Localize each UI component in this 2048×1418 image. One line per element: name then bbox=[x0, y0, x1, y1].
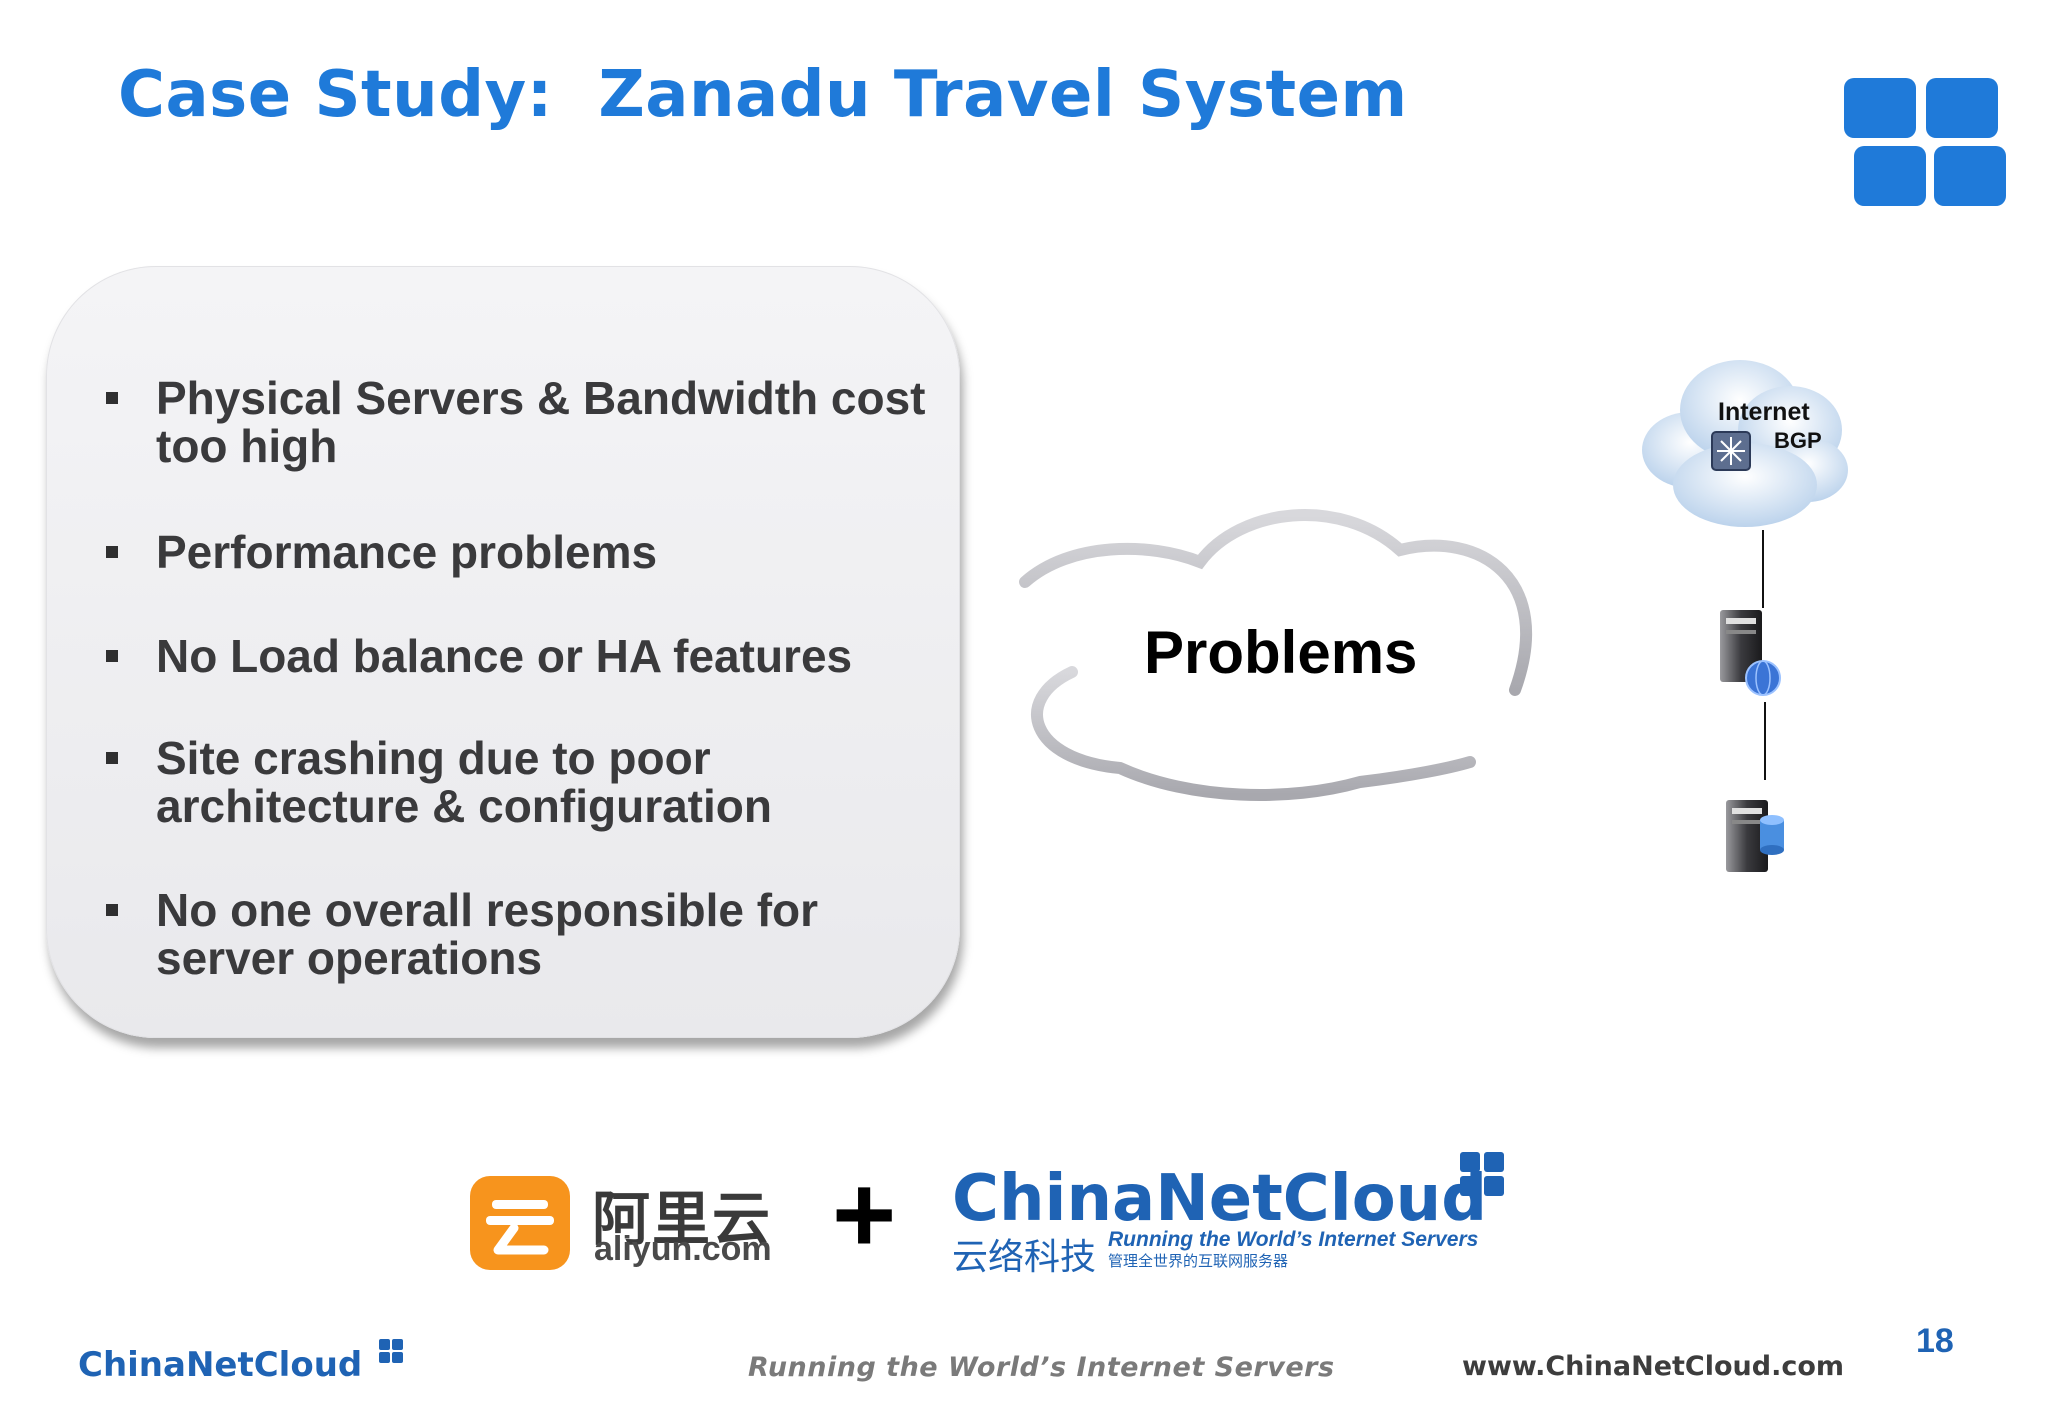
router-icon bbox=[1711, 431, 1751, 471]
slide-title: Case Study: Zanadu Travel System bbox=[118, 58, 1408, 132]
problems-label: Problems bbox=[1144, 619, 1418, 686]
bgp-label: BGP bbox=[1774, 428, 1822, 453]
footer-url: www.ChinaNetCloud.com bbox=[1462, 1351, 1845, 1382]
chinanetcloud-squares-icon bbox=[1460, 1152, 1504, 1196]
bullet-item: No one overall responsible for server op… bbox=[106, 884, 936, 984]
aliyun-logo-icon bbox=[470, 1176, 570, 1270]
plus-sign: + bbox=[832, 1153, 897, 1276]
footer-squares-icon bbox=[379, 1339, 403, 1363]
bullet-text: No Load balance or HA features bbox=[156, 630, 853, 682]
chinanetcloud-chinese-name: 云络科技 bbox=[952, 1237, 1097, 1278]
bullet-marker bbox=[106, 546, 118, 558]
bullet-text: Performance problems bbox=[156, 526, 658, 578]
bullet-marker bbox=[106, 650, 118, 662]
bullet-item: Physical Servers & Bandwidth cost too hi… bbox=[106, 372, 936, 472]
aliyun-domain: aliyun.com bbox=[594, 1230, 772, 1268]
web-server-icon bbox=[1720, 610, 1781, 696]
chinanetcloud-logo-text: ChinaNetCloud bbox=[952, 1162, 1488, 1236]
chinanetcloud-slogan-chinese: 管理全世界的互联网服务器 bbox=[1108, 1253, 1289, 1270]
bullet-item: Performance problems bbox=[106, 526, 936, 578]
aliyun-chinese-name: 阿里云 bbox=[592, 1187, 773, 1252]
chinanetcloud-slogan: Running the World’s Internet Servers bbox=[1108, 1228, 1479, 1251]
bullet-item: Site crashing due to poor architecture &… bbox=[106, 732, 936, 832]
bullet-marker bbox=[106, 752, 118, 764]
page-number: 18 bbox=[1916, 1322, 1954, 1360]
bullet-item: No Load balance or HA features bbox=[106, 630, 936, 682]
network-diagram bbox=[1642, 360, 1848, 872]
bullet-text: Physical Servers & Bandwidth cost too hi… bbox=[156, 372, 926, 472]
bullet-marker bbox=[106, 904, 118, 916]
footer-slogan: Running the World’s Internet Servers bbox=[748, 1352, 1335, 1383]
internet-cloud-icon bbox=[1642, 360, 1848, 527]
database-server-icon bbox=[1726, 800, 1784, 872]
bullet-text: Site crashing due to poor architecture &… bbox=[156, 732, 772, 832]
brand-squares-logo bbox=[1844, 78, 2006, 210]
problems-cloud-icon bbox=[1019, 509, 1532, 801]
bullet-text: No one overall responsible for server op… bbox=[156, 884, 819, 984]
internet-label: Internet bbox=[1718, 398, 1810, 426]
footer-logo: ChinaNetCloud bbox=[78, 1345, 363, 1385]
problems-bullet-panel: Physical Servers & Bandwidth cost too hi… bbox=[46, 266, 960, 1038]
bullet-marker bbox=[106, 392, 118, 404]
